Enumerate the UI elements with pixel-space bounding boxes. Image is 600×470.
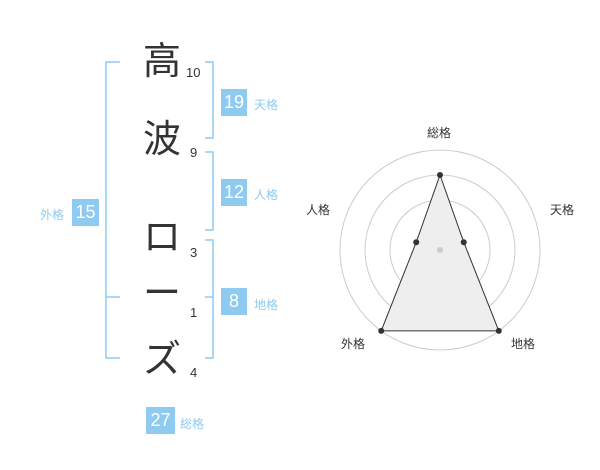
bracket-jinkaku <box>205 151 214 231</box>
radar-center <box>437 247 443 253</box>
chikaku-value: 8 <box>221 288 247 315</box>
radar-point-5 <box>413 239 420 246</box>
stroke-count-4: 1 <box>190 305 198 320</box>
radar-label-chikaku: 地格 <box>511 337 536 351</box>
radar-label-jinkaku: 人格 <box>306 203 331 217</box>
stroke-count-1: 10 <box>186 65 201 80</box>
soukaku-value: 27 <box>146 407 175 434</box>
radar-label-tenkaku: 天格 <box>550 203 575 217</box>
gaikaku-value: 15 <box>72 199 99 226</box>
name-char-4: ー <box>142 271 181 315</box>
radar-point-3 <box>495 327 502 334</box>
jinkaku-label: 人格 <box>254 188 279 202</box>
bracket-chikaku <box>205 239 214 359</box>
radar-label-soukaku: 総格 <box>427 126 452 140</box>
radar-point-1 <box>437 172 443 178</box>
tenkaku-label: 天格 <box>254 98 279 112</box>
tenkaku-value: 19 <box>221 89 247 116</box>
chikaku-label: 地格 <box>254 298 279 312</box>
stroke-count-5: 4 <box>190 365 198 380</box>
stroke-count-3: 3 <box>190 245 198 260</box>
name-char-2: 波 <box>142 117 181 161</box>
name-char-3: ロ <box>142 215 181 259</box>
name-char-5: ズ <box>142 337 181 381</box>
radar-point-4 <box>378 327 385 334</box>
bracket-tenkaku <box>205 61 214 139</box>
radar-label-gaikaku: 外格 <box>341 337 366 351</box>
radar-points <box>378 172 502 334</box>
soukaku-label: 総格 <box>180 417 205 431</box>
radar-ring-4 <box>339 149 541 351</box>
gaikaku-label: 外格 <box>40 208 65 222</box>
stroke-count-2: 9 <box>190 145 198 160</box>
radar-point-2 <box>460 239 467 246</box>
name-char-1: 高 <box>142 39 181 83</box>
bracket-gaikaku <box>105 61 120 359</box>
jinkaku-value: 12 <box>221 179 247 206</box>
